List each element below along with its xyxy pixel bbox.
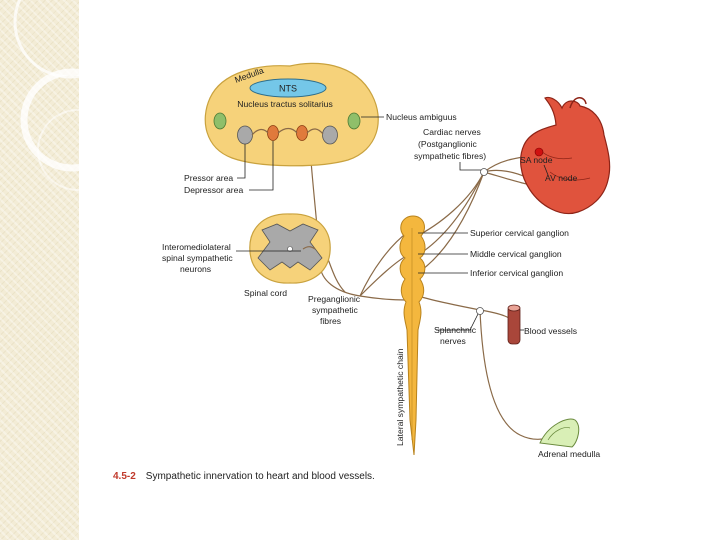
splanchnic-nerves-label-line1: Splanchnic	[434, 325, 477, 335]
sa-node-label: SA node	[520, 155, 553, 165]
nucleus-ambiguus-blob	[347, 112, 361, 130]
cardiac-nerves-label-line1: Cardiac nerves	[423, 127, 481, 137]
cardiac-nerves-label-line3: sympathetic fibres)	[414, 151, 486, 161]
av-node-label: AV node	[545, 173, 578, 183]
decorative-circles	[13, 0, 79, 191]
decorative-side-strip	[0, 0, 79, 540]
nts-label: NTS	[279, 84, 297, 94]
depressor-area-blob	[267, 125, 279, 141]
adrenal-medulla-label: Adrenal medulla	[538, 449, 600, 459]
interomediolateral-label-line2: spinal sympathetic	[162, 253, 233, 263]
depressor-area-label: Depressor area	[184, 185, 243, 195]
pressor-area-label: Pressor area	[184, 173, 233, 183]
pressor-area-blob	[237, 125, 253, 145]
figure-caption: 4.5-2 Sympathetic innervation to heart an…	[113, 471, 375, 482]
blood-vessel	[507, 304, 521, 345]
blood-vessels-label: Blood vessels	[524, 326, 577, 336]
sympathetic-chain	[399, 215, 426, 456]
preganglionic-label-line3: fibres	[320, 316, 341, 326]
medulla	[204, 62, 379, 167]
heart	[520, 96, 611, 214]
nts-ellipse	[249, 78, 327, 98]
sa-node-dot	[534, 147, 544, 157]
interomediolateral-label-line3: neurons	[180, 264, 211, 274]
sympathetic-chain-label: Lateral sympathetic chain	[395, 348, 405, 446]
superior-cervical-ganglion-label: Superior cervical ganglion	[470, 228, 569, 238]
splanchnic-nerves-label-line2: nerves	[440, 336, 466, 346]
splanchnic-ganglion	[476, 307, 484, 315]
figure-number: 4.5-2	[113, 471, 136, 482]
nucleus-tractus-solitarius-label: Nucleus tractus solitarius	[237, 99, 333, 109]
preganglionic-label-line1: Preganglionic	[308, 294, 361, 304]
nucleus-ambiguus-label: Nucleus ambiguus	[386, 112, 457, 122]
preganglionic-label-line2: sympathetic	[312, 305, 359, 315]
spinal-cord-label: Spinal cord	[244, 288, 287, 298]
cardiac-nerves-label-line2: (Postganglionic	[418, 139, 477, 149]
cardiac-ganglion	[480, 168, 488, 176]
spinal-cord	[249, 213, 331, 284]
interomediolateral-label-line1: Interomediolateral	[162, 242, 231, 252]
caption-text: Sympathetic innervation to heart and blo…	[145, 471, 375, 482]
inferior-cervical-ganglion-label: Inferior cervical ganglion	[470, 268, 563, 278]
middle-cervical-ganglion-label: Middle cervical ganglion	[470, 249, 562, 259]
adrenal-medulla	[539, 418, 580, 448]
nerve-fibres	[308, 119, 549, 440]
